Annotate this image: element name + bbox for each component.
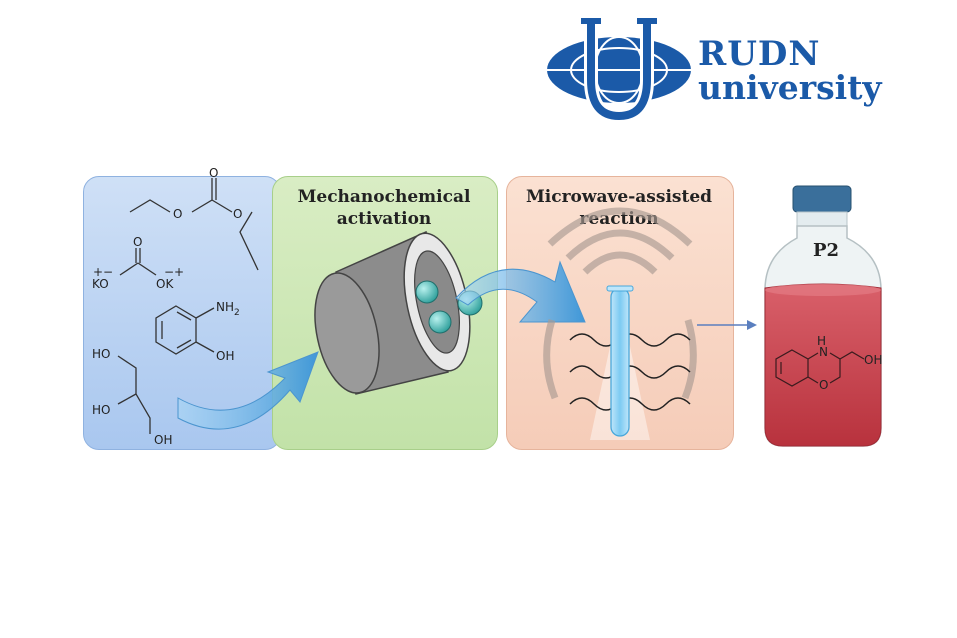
bottle-label: P2 xyxy=(812,240,840,261)
curved-arrow-1 xyxy=(177,351,319,430)
glycerol-ho1: HO xyxy=(92,347,110,361)
product-o: O xyxy=(819,378,828,392)
aminophenol-oh: OH xyxy=(216,349,234,363)
curved-arrow-2 xyxy=(455,260,586,323)
diethyl-carbonate xyxy=(129,178,259,271)
micro-title-line1: Microwave-assisted xyxy=(525,187,713,207)
charge-minus-right: − xyxy=(164,265,174,279)
aminophenol xyxy=(155,305,215,355)
product-oh: OH xyxy=(864,353,882,367)
glycerol-ho2: HO xyxy=(92,403,110,417)
diethyl-o1: O xyxy=(173,207,182,221)
ok-label: OK xyxy=(156,277,174,291)
glycerol xyxy=(117,355,151,434)
potassium-carbonate xyxy=(119,248,157,276)
charge-plus-left: + xyxy=(93,265,103,279)
mech-title-line2: activation xyxy=(336,209,432,229)
product-bottle xyxy=(764,185,882,447)
diethyl-o2: O xyxy=(209,166,218,180)
charge-minus-left: − xyxy=(103,265,113,279)
logo-line2: university xyxy=(698,68,882,107)
ball-1 xyxy=(415,280,439,304)
diethyl-o3: O xyxy=(233,207,242,221)
test-tube xyxy=(606,285,634,437)
product-h: H xyxy=(817,334,826,348)
ko-label: KO xyxy=(92,277,109,291)
ball-2 xyxy=(428,310,452,334)
microwave-radiation xyxy=(543,207,697,400)
ball-mill-jar xyxy=(314,230,471,395)
aminophenol-nh2: NH2 xyxy=(216,300,240,318)
product-structure xyxy=(775,349,865,387)
rudn-wordmark: RUDN university xyxy=(698,36,882,106)
carbonate-o: O xyxy=(133,235,142,249)
logo-line1: RUDN xyxy=(698,34,821,74)
microwave-waves xyxy=(569,333,691,411)
glycerol-oh3: OH xyxy=(154,433,172,447)
charge-plus-right: + xyxy=(174,265,184,279)
product-n: N xyxy=(819,345,828,359)
reaction-arrow xyxy=(697,320,757,330)
rudn-logo xyxy=(545,8,905,128)
mechanochemical-title: Mechanochemical activation xyxy=(272,186,496,230)
mech-title-line1: Mechanochemical xyxy=(297,187,471,207)
rudn-emblem-icon xyxy=(547,18,691,124)
